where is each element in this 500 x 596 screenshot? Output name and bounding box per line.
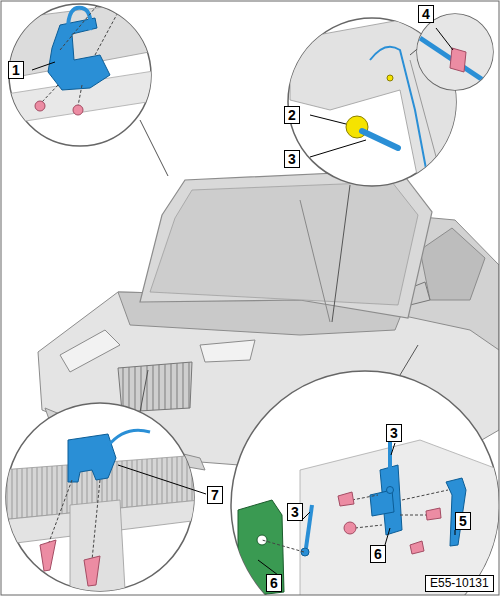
- callout-number: 1: [8, 61, 24, 79]
- leader-line: [310, 115, 346, 124]
- leader-line: [385, 528, 390, 545]
- detail-inset: [415, 10, 495, 100]
- dash-line: [262, 540, 304, 552]
- dash-line: [95, 0, 130, 55]
- leader-line: [258, 560, 278, 575]
- screw: [35, 101, 45, 111]
- leader-line: [32, 62, 55, 70]
- cable-nipple: [387, 487, 394, 494]
- leader-line: [332, 185, 350, 322]
- rod-clip: [450, 48, 466, 72]
- detail-bottom-left: [0, 430, 200, 595]
- panel: [415, 10, 495, 100]
- leader-line: [310, 140, 366, 157]
- cable-clip: [387, 75, 393, 81]
- headlight: [60, 330, 120, 372]
- release-cable: [306, 505, 312, 548]
- detail-circle: [231, 371, 499, 595]
- leader-line: [302, 512, 310, 520]
- bonnet-stay: [300, 200, 330, 322]
- leader-line: [436, 28, 453, 50]
- release-rod: [362, 131, 398, 148]
- bonnet-lock: [68, 434, 116, 482]
- detail-top-left: [0, 0, 160, 146]
- dash-line: [400, 515, 426, 516]
- callout-number: 5: [455, 512, 471, 530]
- leader-line: [140, 120, 168, 176]
- callout-number: 3: [284, 150, 300, 168]
- screw: [338, 492, 354, 506]
- callout-number: 6: [370, 545, 386, 563]
- dash-line: [352, 495, 378, 500]
- dash-line: [60, 0, 110, 50]
- open-bonnet: [140, 170, 432, 318]
- bolt: [40, 540, 56, 571]
- bolt: [84, 556, 100, 586]
- screw: [344, 522, 356, 534]
- callout-number: 4: [418, 5, 434, 23]
- release-cable: [388, 440, 392, 485]
- dash-line: [42, 85, 58, 102]
- screw: [426, 508, 441, 520]
- bonnet-lock-striker: [48, 18, 110, 90]
- dash-line: [355, 525, 382, 528]
- leader-line: [140, 370, 148, 412]
- lever-bracket-green: [238, 500, 284, 595]
- dash-line: [92, 480, 100, 560]
- detail-top-left: [0, 0, 160, 125]
- leader-line: [455, 530, 456, 535]
- dash-line: [48, 480, 72, 545]
- leader-line: [118, 465, 206, 494]
- detail-bottom-left: [0, 403, 206, 595]
- leader-line: [400, 345, 418, 375]
- release-rod: [420, 38, 495, 88]
- callout-number: 3: [287, 503, 303, 521]
- side-window: [420, 228, 485, 300]
- screw: [73, 105, 83, 115]
- callout-number: 2: [284, 106, 300, 124]
- screw: [410, 541, 424, 554]
- callout-number: 3: [386, 424, 402, 442]
- bonnet-inner: [150, 182, 418, 305]
- headlight: [200, 340, 255, 362]
- lock-cable: [108, 430, 150, 446]
- detail-bottom-right: [231, 371, 500, 596]
- callout-number: 7: [207, 486, 223, 504]
- dash-line: [78, 85, 82, 106]
- mount-bracket: [70, 500, 125, 595]
- grille: [118, 362, 192, 412]
- callout-number: 6: [266, 574, 282, 592]
- dash-line: [402, 490, 448, 500]
- detail-inset: [415, 10, 495, 100]
- detail-bottom-right: [238, 440, 500, 596]
- footwell-panel: [300, 440, 499, 595]
- detail-bottom-right: [238, 440, 499, 595]
- leader-line: [391, 443, 395, 455]
- figure-id: E55-10131: [425, 575, 494, 592]
